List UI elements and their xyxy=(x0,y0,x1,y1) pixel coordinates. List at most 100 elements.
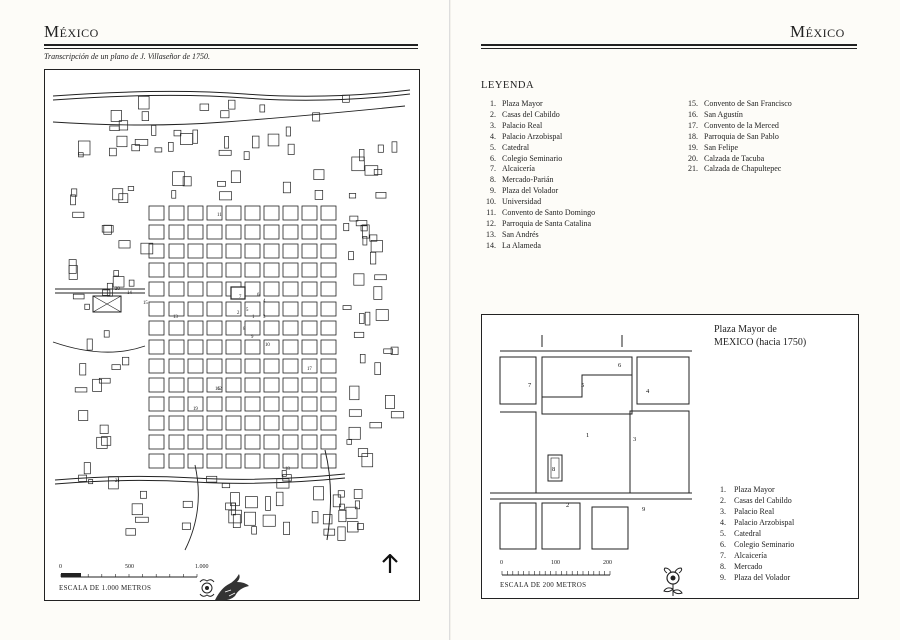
city-block xyxy=(320,243,337,259)
outer-block xyxy=(354,500,360,510)
city-block xyxy=(148,320,165,336)
outer-block xyxy=(287,143,295,155)
legend-item: 16.San Agustín xyxy=(680,110,792,121)
outer-block xyxy=(348,251,354,261)
inset-legend-item: 4.Palacio Arzobispal xyxy=(714,517,794,528)
map-label-18: 18 xyxy=(285,467,290,472)
outer-block xyxy=(86,338,93,351)
city-block xyxy=(320,396,337,412)
outer-block xyxy=(312,112,321,122)
legend-item-number: 5. xyxy=(490,142,496,152)
city-block xyxy=(320,320,337,336)
scale-fill xyxy=(61,573,81,577)
city-block xyxy=(244,415,261,431)
city-block xyxy=(301,281,318,297)
outer-block xyxy=(252,135,260,149)
city-block xyxy=(225,243,242,259)
scale-label: ESCALA DE 1.000 METROS xyxy=(59,584,152,592)
outer-block xyxy=(370,251,377,265)
city-block xyxy=(320,358,337,374)
outer-block xyxy=(385,395,395,409)
scale-tick-1000: 1.000 xyxy=(195,564,209,570)
outer-block xyxy=(360,224,368,232)
city-block xyxy=(301,243,318,259)
legend-item-name: Convento de la Merced xyxy=(704,120,779,130)
outer-block xyxy=(357,448,369,457)
outer-block xyxy=(362,236,368,246)
city-block xyxy=(244,205,261,221)
outer-block xyxy=(118,193,129,203)
outer-block xyxy=(140,490,147,499)
outer-block xyxy=(172,171,185,186)
outer-block xyxy=(112,276,125,288)
outer-block xyxy=(181,522,191,530)
inset-mercado xyxy=(547,454,563,482)
inset-block-arzobispal xyxy=(636,356,690,405)
outer-block xyxy=(232,513,241,528)
city-block xyxy=(148,243,165,259)
outer-block xyxy=(375,309,389,321)
map-label-19: 19 xyxy=(193,407,198,412)
city-block xyxy=(148,224,165,240)
map-label-21: 21 xyxy=(115,479,120,484)
inset-legend-item-name: Palacio Real xyxy=(734,507,775,516)
outer-block xyxy=(135,516,149,523)
outer-block xyxy=(221,483,231,489)
map-label-6: 6 xyxy=(257,293,260,298)
outer-block xyxy=(353,273,365,286)
legend-item-name: Convento de Santo Domingo xyxy=(502,208,596,218)
city-block xyxy=(168,339,185,355)
city-block xyxy=(320,434,337,450)
outer-block xyxy=(84,303,90,310)
legend-item-name: Universidad xyxy=(502,197,542,207)
city-block xyxy=(263,358,280,374)
outer-block xyxy=(359,354,366,364)
city-block xyxy=(263,243,280,259)
outer-block xyxy=(245,496,258,509)
outer-block xyxy=(359,313,365,324)
outer-block xyxy=(118,240,131,249)
legend-item: 10.Universidad xyxy=(478,197,595,208)
city-block xyxy=(168,415,185,431)
city-block xyxy=(301,453,318,469)
city-block xyxy=(320,415,337,431)
inset-legend-item: 7.Alcaicería xyxy=(714,550,794,561)
city-block xyxy=(148,377,165,393)
city-block xyxy=(225,415,242,431)
outer-block xyxy=(228,509,242,524)
outer-block xyxy=(313,486,324,501)
outer-block xyxy=(101,436,112,446)
left-title-rule xyxy=(44,44,418,46)
city-block xyxy=(187,281,204,297)
legend-item: 5.Catedral xyxy=(478,143,595,154)
legend-item-number: 6. xyxy=(490,153,496,163)
inset-legend-item-name: Mercado xyxy=(734,562,763,571)
city-block xyxy=(263,415,280,431)
city-block xyxy=(244,396,261,412)
city-block xyxy=(244,243,261,259)
legend-item: 4.Palacio Arzobispal xyxy=(478,132,595,143)
outer-block xyxy=(244,511,256,526)
outer-block xyxy=(243,151,250,160)
city-block xyxy=(187,224,204,240)
city-block xyxy=(168,358,185,374)
outer-block xyxy=(337,526,346,541)
outer-block xyxy=(230,502,236,516)
legend-item: 21.Calzada de Chapultepec xyxy=(680,164,792,175)
outer-block xyxy=(281,470,287,477)
legend-item-number: 19. xyxy=(688,142,698,152)
city-block xyxy=(301,224,318,240)
inset-legend-item-name: Plaza del Volador xyxy=(734,573,791,582)
legend-item-name: Casas del Cabildo xyxy=(502,109,560,119)
map-label-16: 16 xyxy=(215,387,220,392)
outer-block xyxy=(230,492,240,507)
outer-block xyxy=(182,500,193,508)
legend-item-number: 21. xyxy=(688,164,698,174)
city-block xyxy=(206,301,223,317)
city-block xyxy=(206,358,223,374)
city-block xyxy=(301,396,318,412)
outer-block xyxy=(259,104,266,113)
outer-block xyxy=(111,364,121,370)
city-block xyxy=(168,224,185,240)
inset-label-5: 5 xyxy=(581,382,584,389)
